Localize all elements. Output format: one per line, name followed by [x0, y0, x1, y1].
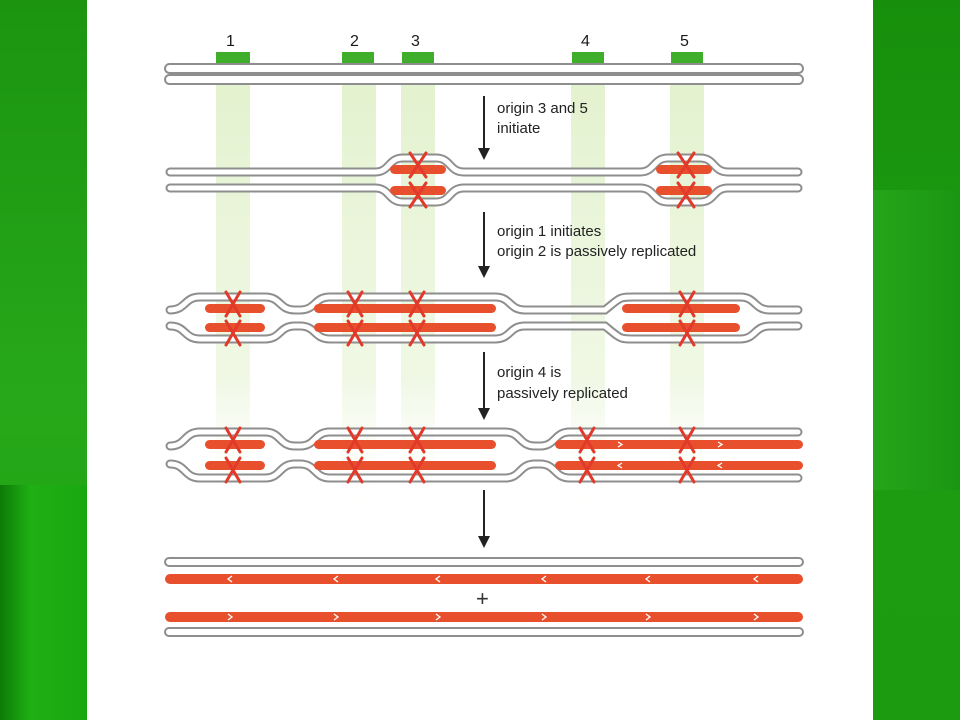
step-3-line-2: passively replicated — [497, 385, 628, 402]
stage-1-dna — [164, 63, 804, 85]
origin-label-4: 4 — [581, 33, 590, 50]
stage-3-dna-inner — [167, 294, 801, 342]
origin-marker-2 — [342, 52, 374, 64]
left-green-border — [0, 0, 87, 720]
step-arrows — [478, 96, 490, 548]
new-strand — [390, 186, 446, 195]
origin-markers: 1 2 3 4 5 — [216, 33, 703, 64]
origin-label-2: 2 — [350, 33, 359, 50]
origin-marker-1 — [216, 52, 250, 64]
step-captions: origin 3 and 5 initiate origin 1 initiat… — [497, 100, 696, 402]
step-3-line-1: origin 4 is — [497, 364, 561, 381]
stage-5-dna — [164, 557, 804, 637]
origin-marker-3 — [402, 52, 434, 64]
origin-marker-4 — [572, 52, 604, 64]
step-2-line-1: origin 1 initiates — [497, 223, 601, 240]
stage-2-dna-inner — [167, 155, 801, 205]
new-strand — [390, 165, 446, 174]
step-1-line-1: origin 3 and 5 — [497, 100, 588, 117]
origin-label-1: 1 — [226, 33, 235, 50]
step-2-line-2: origin 2 is passively replicated — [497, 243, 696, 260]
plus-sign: + — [476, 586, 489, 611]
origin-marker-5 — [671, 52, 703, 64]
direction-chevrons — [226, 441, 760, 621]
origin-label-3: 3 — [411, 33, 420, 50]
right-green-border — [873, 0, 960, 720]
fork-marks — [224, 151, 696, 484]
step-1-line-2: initiate — [497, 120, 540, 137]
stage-4-dna-inner — [167, 429, 801, 481]
origin-label-5: 5 — [680, 33, 689, 50]
